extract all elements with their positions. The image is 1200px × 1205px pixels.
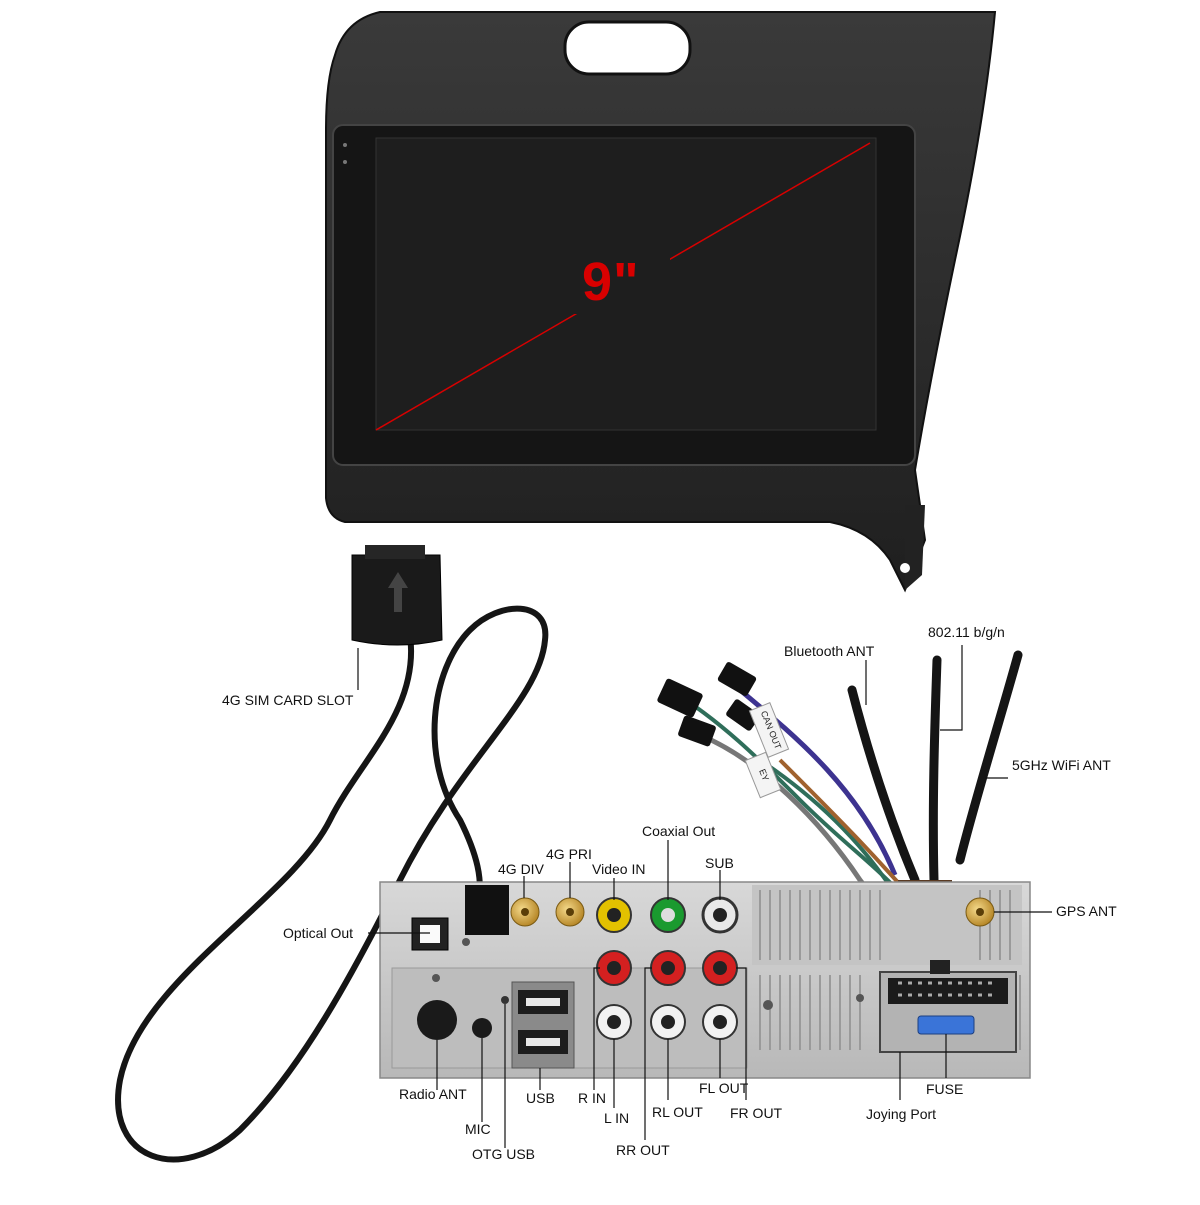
mount-bracket [905, 505, 925, 590]
label-fr-out: FR OUT [730, 1105, 783, 1121]
leader-line [940, 645, 963, 731]
usb-port-lower-tongue [526, 1038, 560, 1046]
sim-socket [465, 885, 509, 935]
label-coaxial-out: Coaxial Out [642, 823, 716, 839]
antenna-port-4g-div-pin [521, 908, 529, 916]
antenna-cable [847, 685, 920, 885]
harness-plug [717, 662, 757, 696]
rca-fl-out-center [713, 1015, 727, 1029]
screw [763, 1000, 773, 1010]
leader-line [644, 967, 652, 1140]
screen-size-label: 9" [582, 252, 640, 312]
hazard-button-slot [563, 20, 692, 76]
rca-rl-out-center [661, 1015, 675, 1029]
label-4g-sim-card-slot: 4G SIM CARD SLOT [222, 692, 354, 708]
rca-rr-out-center [661, 961, 675, 975]
rca-l-in-center [607, 1015, 621, 1029]
antenna-port-gps-pin [976, 908, 984, 916]
label-joying-port: Joying Port [866, 1106, 937, 1122]
optical-port [411, 917, 449, 951]
joying-port-pin-grid [898, 981, 992, 997]
antenna-cable [955, 650, 1023, 865]
label-mic: MIC [465, 1121, 491, 1137]
radio-antenna-jack [417, 1000, 457, 1040]
label-otg-usb: OTG USB [472, 1146, 536, 1162]
label-4g-pri: 4G PRI [546, 846, 592, 862]
antenna-port-4g-pri-pin [566, 908, 574, 916]
rca-fr-out-center [713, 961, 727, 975]
cable-tag-ey [744, 751, 782, 799]
cable-tag-can-out [748, 702, 790, 758]
leader-line [593, 967, 600, 1090]
rca-r-in-center [607, 961, 621, 975]
leader-line [736, 967, 747, 1100]
harness-plug [678, 715, 716, 747]
harness-plug [726, 699, 760, 731]
cable-tag-ey-text: EY [757, 768, 771, 783]
usb-port-upper-tongue [526, 998, 560, 1006]
screw [462, 938, 470, 946]
label-rl-out: RL OUT [652, 1104, 703, 1120]
indicator-dot [343, 160, 347, 164]
rear-chassis [379, 881, 1031, 1079]
label-fl-out: FL OUT [699, 1080, 749, 1096]
label-optical-out: Optical Out [283, 925, 354, 941]
sim-card-ejector [365, 545, 425, 559]
label-radio-ant: Radio ANT [399, 1086, 467, 1102]
mic-jack [472, 1018, 492, 1038]
sim-card-arrow [388, 572, 408, 612]
label-4g-div: 4G DIV [498, 861, 544, 877]
label-bluetooth-ant: Bluetooth ANT [784, 643, 875, 659]
label-802-11: 802.11 b/g/n [928, 624, 1005, 640]
screw [432, 974, 440, 982]
leader-lines [368, 645, 1052, 1148]
fuse [917, 1015, 975, 1035]
indicator-dot [343, 143, 347, 147]
label-sub: SUB [705, 855, 734, 871]
label-l-in: L IN [604, 1110, 630, 1126]
screw [856, 994, 864, 1002]
optical-port-inner [420, 925, 440, 943]
bracket-hole [900, 563, 910, 573]
rca-sub-center [713, 908, 727, 922]
harness-plug [657, 678, 703, 718]
label-rr-out: RR OUT [616, 1142, 670, 1158]
label-video-in: Video IN [592, 861, 646, 877]
label-usb: USB [526, 1090, 555, 1106]
size-label-backdrop [560, 248, 670, 314]
joying-port-top-tab [930, 960, 950, 974]
label-r-in: R IN [578, 1090, 606, 1106]
head-unit [325, 11, 997, 593]
rca-coaxial-out-center [661, 908, 675, 922]
rca-video-in-center [607, 908, 621, 922]
label-5ghz-wifi-ant: 5GHz WiFi ANT [1012, 757, 1111, 773]
antenna-cable [928, 655, 942, 885]
sim-cable [115, 545, 549, 1163]
sim-cable-wire [115, 605, 549, 1163]
otg-usb-port [501, 996, 509, 1004]
label-gps-ant: GPS ANT [1056, 903, 1117, 919]
label-fuse: FUSE [926, 1081, 964, 1097]
